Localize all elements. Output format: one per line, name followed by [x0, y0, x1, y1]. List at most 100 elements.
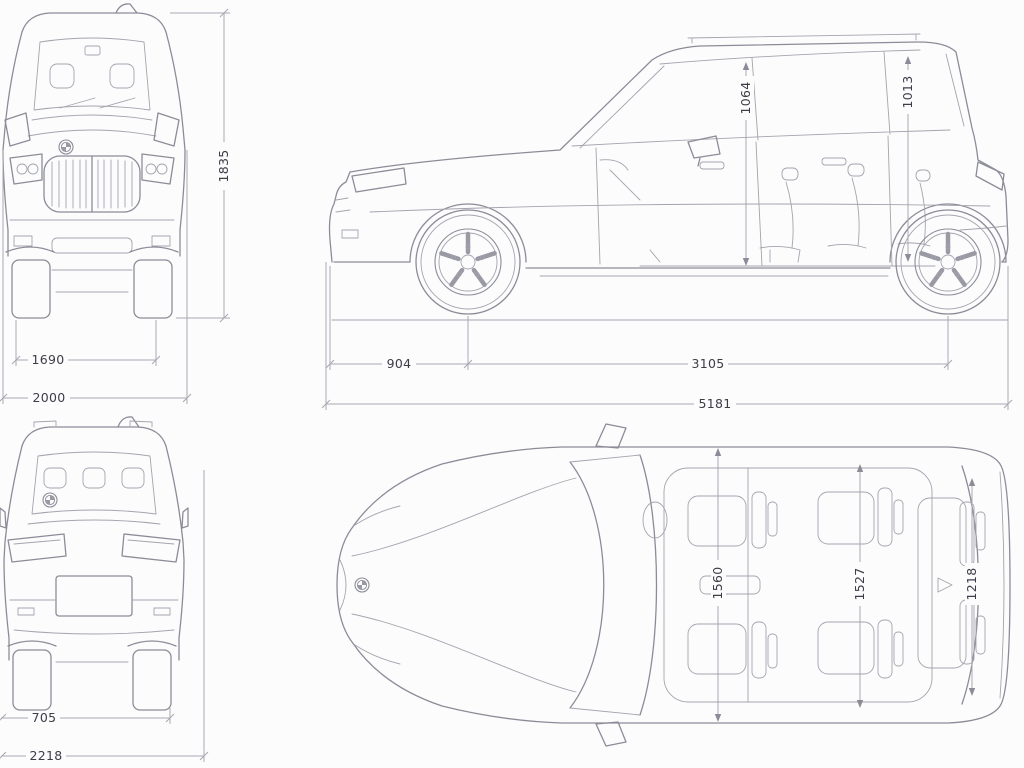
rear-roof [21, 426, 167, 447]
left-taillight [7, 533, 67, 563]
bmw-roundel-icon [354, 577, 370, 593]
front-left-tire [11, 259, 51, 319]
right-taillight [121, 533, 181, 563]
beltline [571, 129, 951, 147]
rear-edge-inner [999, 471, 1005, 699]
right-headlight [141, 153, 175, 185]
a-pillars [569, 454, 641, 716]
dim-track-width-value: 1690 [31, 352, 64, 367]
dim-body-width: 2000 [0, 150, 192, 405]
wheel-front [416, 210, 520, 314]
headrest [82, 467, 106, 489]
dim-overall-length-value: 5181 [698, 396, 731, 411]
kidney-grille [43, 155, 141, 213]
door-handle [821, 157, 847, 166]
lower-intake [51, 237, 133, 254]
windshield-top-arc [639, 454, 658, 716]
dim-second-row-width: 1527 [852, 464, 868, 708]
dim-track-width: 1690 [11, 320, 161, 367]
dim-front-row-width: 1560 [710, 448, 726, 722]
dim-overall-height: 1835 [170, 8, 232, 323]
tailgate-seam [27, 519, 161, 525]
windshield-base-arc [569, 461, 605, 709]
headrest [121, 467, 145, 489]
reflector [17, 607, 35, 616]
second-row-seats [817, 487, 904, 679]
right-mirror-tab [181, 507, 189, 529]
front-seats [642, 491, 778, 679]
fog-light [341, 229, 359, 239]
dim-rear-headroom: 1013 [900, 56, 916, 262]
left-mirror [4, 112, 31, 147]
dim-rear-headroom-value: 1013 [900, 75, 915, 108]
interior-seats [599, 159, 936, 267]
headrest [49, 63, 75, 89]
top-view [336, 423, 1011, 747]
dim-front-headroom-value: 1064 [738, 81, 753, 114]
rear-right-tire [132, 649, 172, 711]
wheel-arch [129, 246, 179, 253]
front-wheel-arch [409, 203, 527, 263]
headrest [109, 63, 135, 89]
dim-second-row-width-value: 1527 [852, 567, 867, 600]
front-roof [21, 12, 167, 33]
wheel-rear [896, 210, 1000, 314]
front-door-seam [595, 147, 601, 265]
roof-rails [33, 420, 153, 428]
front-view [2, 3, 186, 319]
top-mirror [595, 423, 627, 449]
wipers [59, 97, 136, 109]
dim-wheelbase-value: 3105 [691, 356, 724, 371]
bmw-roundel-icon [42, 492, 58, 508]
nose-contour [339, 559, 347, 611]
rear-door-seam [887, 135, 893, 267]
character-line [369, 203, 991, 213]
side-mirror [687, 135, 721, 167]
dim-third-row-width-value: 1218 [964, 567, 979, 600]
door-handle [699, 161, 725, 170]
right-mirror [153, 112, 180, 147]
front-right-tire [133, 259, 173, 319]
dim-third-row-width: 1218 [964, 478, 980, 696]
left-mirror-tab [0, 507, 7, 529]
wheel-arches [7, 640, 177, 647]
license-plate-recess [55, 575, 133, 617]
a-pillar [579, 65, 665, 149]
dim-overhang-wheelbase: 904 3105 [325, 266, 953, 371]
rearview-mirror [84, 45, 101, 56]
hood-lines [351, 477, 577, 693]
bottom-mirror [595, 721, 627, 747]
dim-lower-width: 705 [0, 708, 175, 725]
dim-overall-height-value: 1835 [216, 149, 231, 182]
rear-window [31, 451, 157, 515]
shark-fin-antenna-icon [937, 577, 953, 593]
rear-view [0, 416, 189, 711]
fog-slot [151, 235, 171, 247]
dim-overall-width-mirrors: 2218 [0, 470, 209, 763]
dim-front-row-width-value: 1560 [710, 566, 725, 599]
antenna-fin-icon [117, 416, 140, 428]
dim-overall-length: 5181 [321, 262, 1013, 411]
headlight [351, 167, 407, 193]
roof-rail [687, 33, 921, 44]
plan-outline [336, 446, 1011, 724]
rear-wheel-arch [889, 203, 1007, 263]
rear-left-tire [12, 649, 52, 711]
panoramic-roof [663, 467, 933, 703]
dim-front-overhang-value: 904 [387, 356, 412, 371]
b-pillar [751, 57, 759, 141]
antenna-fin-icon [115, 3, 138, 14]
taillight [975, 161, 1005, 191]
bmw-roundel-icon [58, 139, 74, 155]
wheel-arch [5, 246, 55, 253]
left-headlight [9, 153, 43, 185]
c-pillar [883, 51, 891, 135]
dim-front-headroom: 1064 [738, 62, 754, 266]
headlight-hints [354, 505, 401, 665]
fog-slot [13, 235, 33, 247]
d-pillar [945, 53, 965, 127]
side-view [328, 33, 1009, 321]
diffuser-line [13, 629, 175, 635]
dim-lower-width-value: 705 [32, 710, 57, 725]
